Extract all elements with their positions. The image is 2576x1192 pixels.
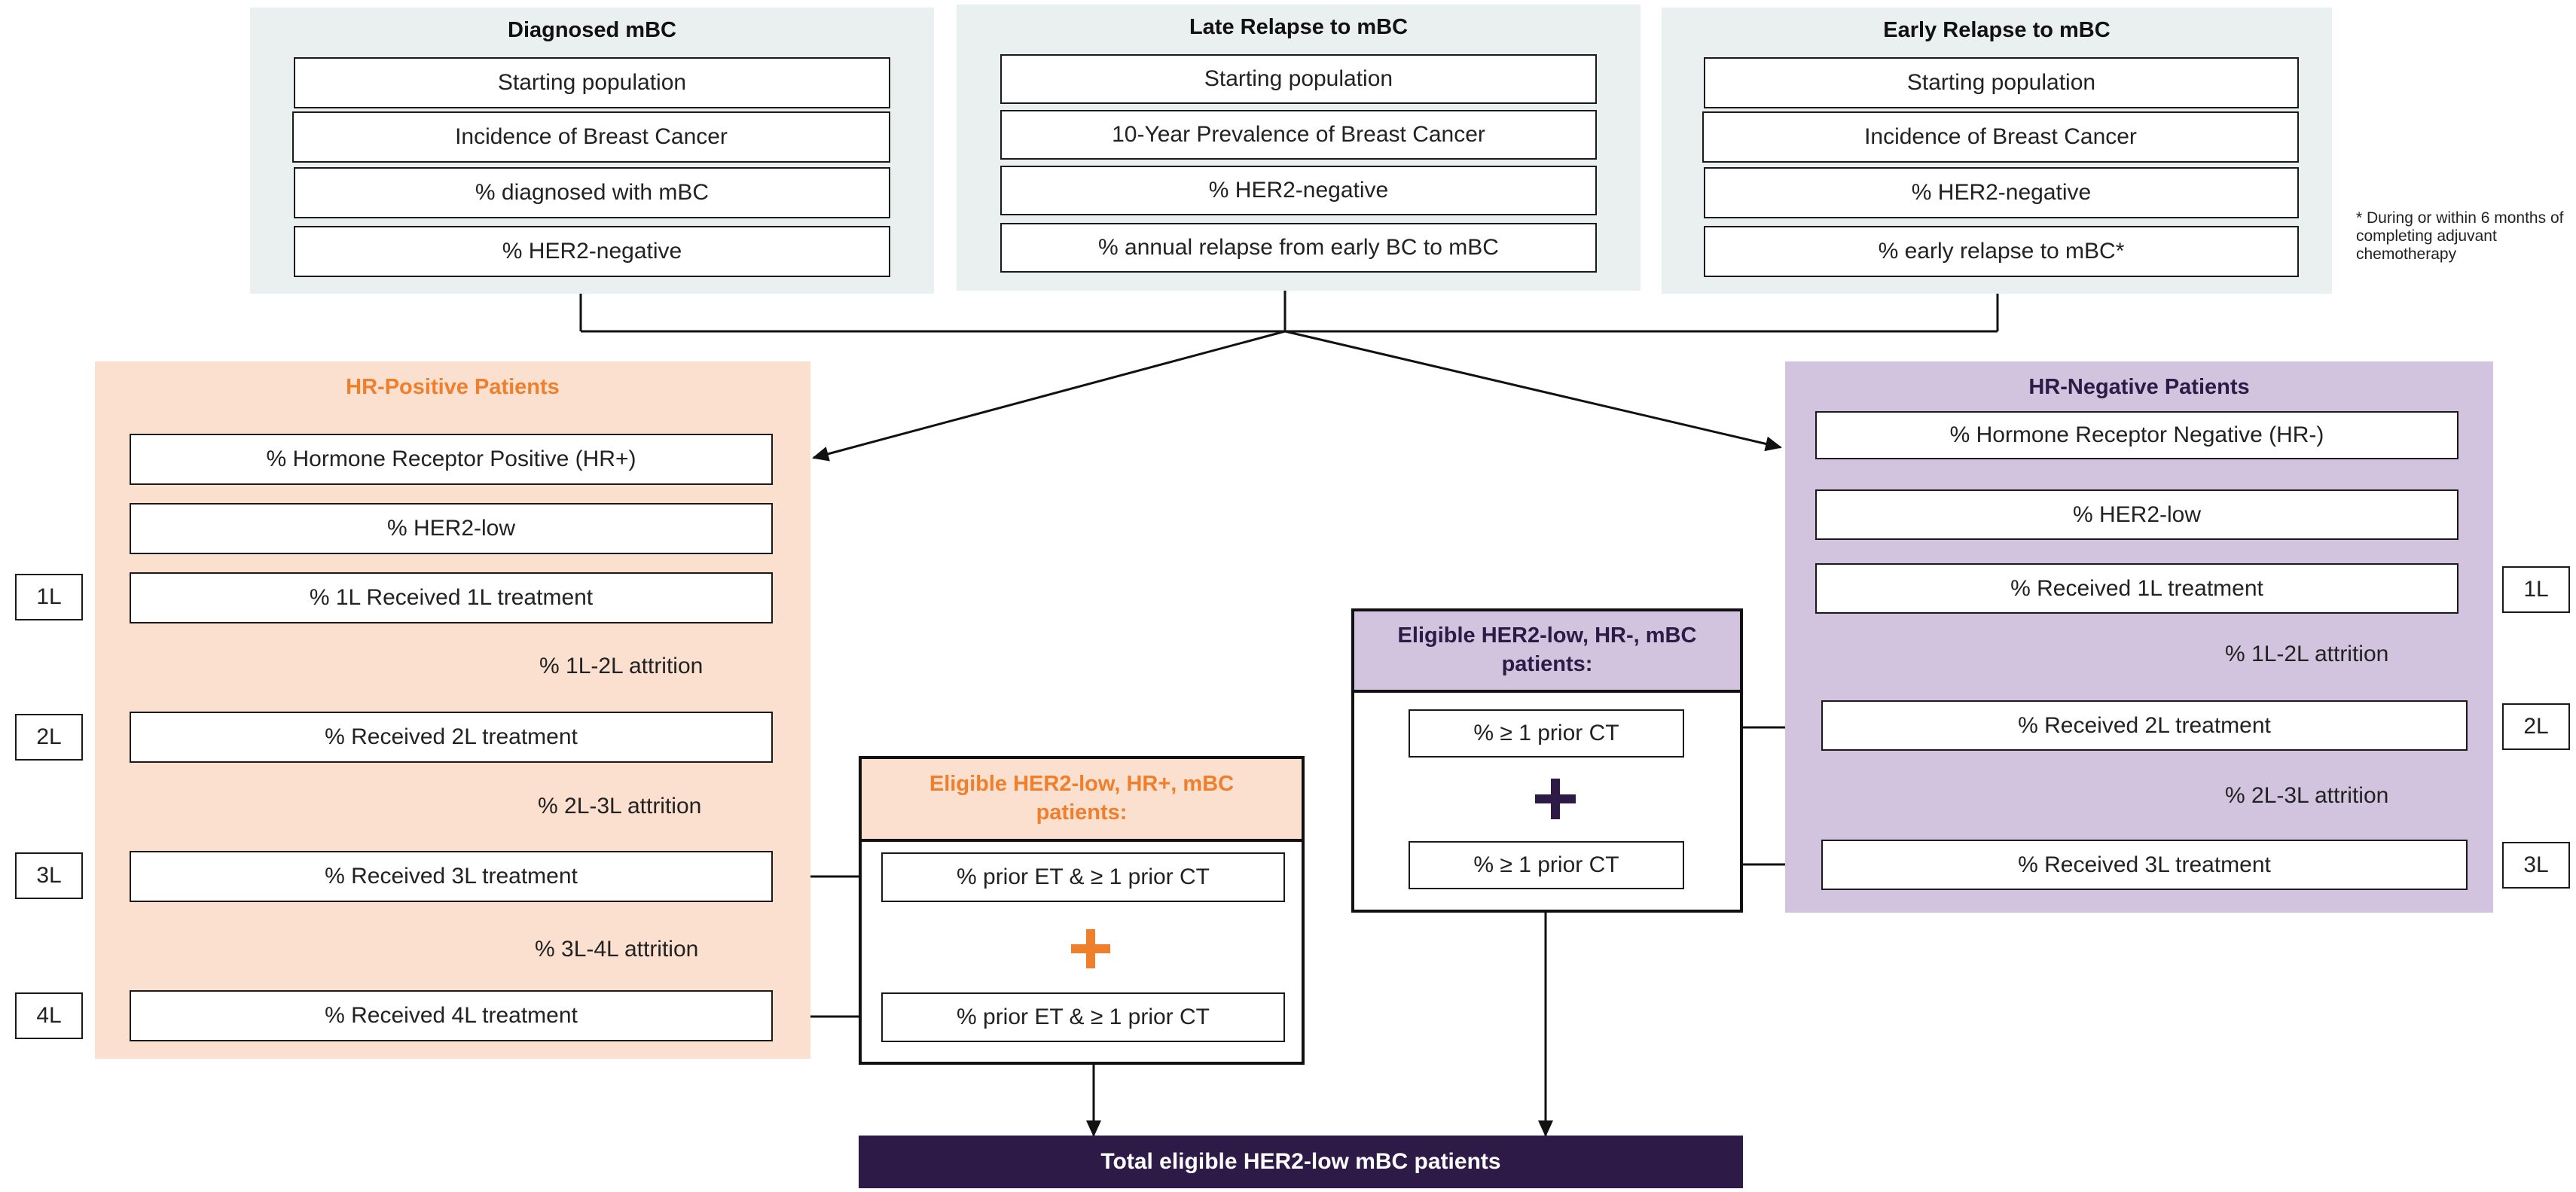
eligible-hr-neg-title: Eligible HER2-low, HR-, mBC patients: — [1354, 611, 1740, 693]
attrition-label: % 1L-2L attrition — [539, 654, 704, 678]
attrition-label: % 1L-2L attrition — [2225, 642, 2389, 666]
hr-positive-title: HR-Positive Patients — [346, 375, 560, 399]
step-box: Incidence of Breast Cancer — [1702, 111, 2299, 163]
step-box: Starting population — [294, 57, 890, 108]
panel-title: Late Relapse to mBC — [1189, 15, 1409, 39]
step-box: 10-Year Prevalence of Breast Cancer — [1000, 110, 1597, 160]
hr-neg-step: % Received 3L treatment — [1821, 840, 2468, 890]
attrition-label: % 2L-3L attrition — [538, 794, 702, 819]
hr-pos-step: % Hormone Receptor Positive (HR+) — [130, 434, 773, 485]
step-box: Starting population — [1704, 57, 2299, 108]
step-box: % HER2-negative — [1704, 167, 2299, 218]
hr-pos-step: % 1L Received 1L treatment — [130, 572, 773, 623]
footnote: * During or within 6 months of completin… — [2356, 209, 2564, 264]
eligible-hr-pos-item: % prior ET & ≥ 1 prior CT — [881, 992, 1285, 1042]
hr-pos-step: % HER2-low — [130, 503, 773, 554]
step-box: % annual relapse from early BC to mBC — [1000, 223, 1597, 273]
eligible-hr-pos-title: Eligible HER2-low, HR+, mBC patients: — [862, 759, 1302, 842]
hr-neg-step: % Hormone Receptor Negative (HR-) — [1815, 411, 2458, 459]
line-label: 1L — [15, 574, 83, 620]
hr-neg-step: % HER2-low — [1815, 489, 2458, 540]
hr-negative-title: HR-Negative Patients — [2028, 375, 2250, 399]
attrition-label: % 2L-3L attrition — [2225, 783, 2389, 808]
plus-icon — [1535, 779, 1576, 819]
step-box: % early relapse to mBC* — [1704, 226, 2299, 277]
line-label: 1L — [2502, 566, 2570, 613]
line-label: 3L — [2502, 842, 2570, 889]
step-box: % HER2-negative — [1000, 166, 1597, 215]
hr-pos-step: % Received 4L treatment — [130, 990, 773, 1041]
hr-neg-step: % Received 1L treatment — [1815, 563, 2458, 614]
eligible-hr-neg-item: % ≥ 1 prior CT — [1409, 709, 1684, 758]
panel-late-relapse: Late Relapse to mBC Starting population … — [957, 5, 1641, 291]
step-box: % diagnosed with mBC — [294, 167, 890, 218]
panel-title: Diagnosed mBC — [508, 18, 676, 42]
panel-title: Early Relapse to mBC — [1883, 18, 2111, 42]
line-label: 4L — [15, 992, 83, 1039]
eligible-hr-pos-item: % prior ET & ≥ 1 prior CT — [881, 852, 1285, 902]
attrition-label: % 3L-4L attrition — [535, 937, 699, 962]
line-label: 3L — [15, 852, 83, 899]
total-eligible-bar: Total eligible HER2-low mBC patients — [859, 1136, 1743, 1188]
hr-neg-step: % Received 2L treatment — [1821, 700, 2468, 751]
panel-diagnosed-mbc: Diagnosed mBC Starting population Incide… — [250, 8, 934, 294]
eligible-hr-neg-item: % ≥ 1 prior CT — [1409, 841, 1684, 889]
step-box: % HER2-negative — [294, 226, 890, 277]
hr-pos-step: % Received 2L treatment — [130, 712, 773, 763]
panel-early-relapse: Early Relapse to mBC Starting population… — [1662, 8, 2332, 294]
step-box: Incidence of Breast Cancer — [292, 111, 890, 163]
line-label: 2L — [2502, 703, 2570, 750]
hr-pos-step: % Received 3L treatment — [130, 851, 773, 902]
step-box: Starting population — [1000, 54, 1597, 104]
plus-icon — [1071, 929, 1110, 968]
line-label: 2L — [15, 714, 83, 761]
